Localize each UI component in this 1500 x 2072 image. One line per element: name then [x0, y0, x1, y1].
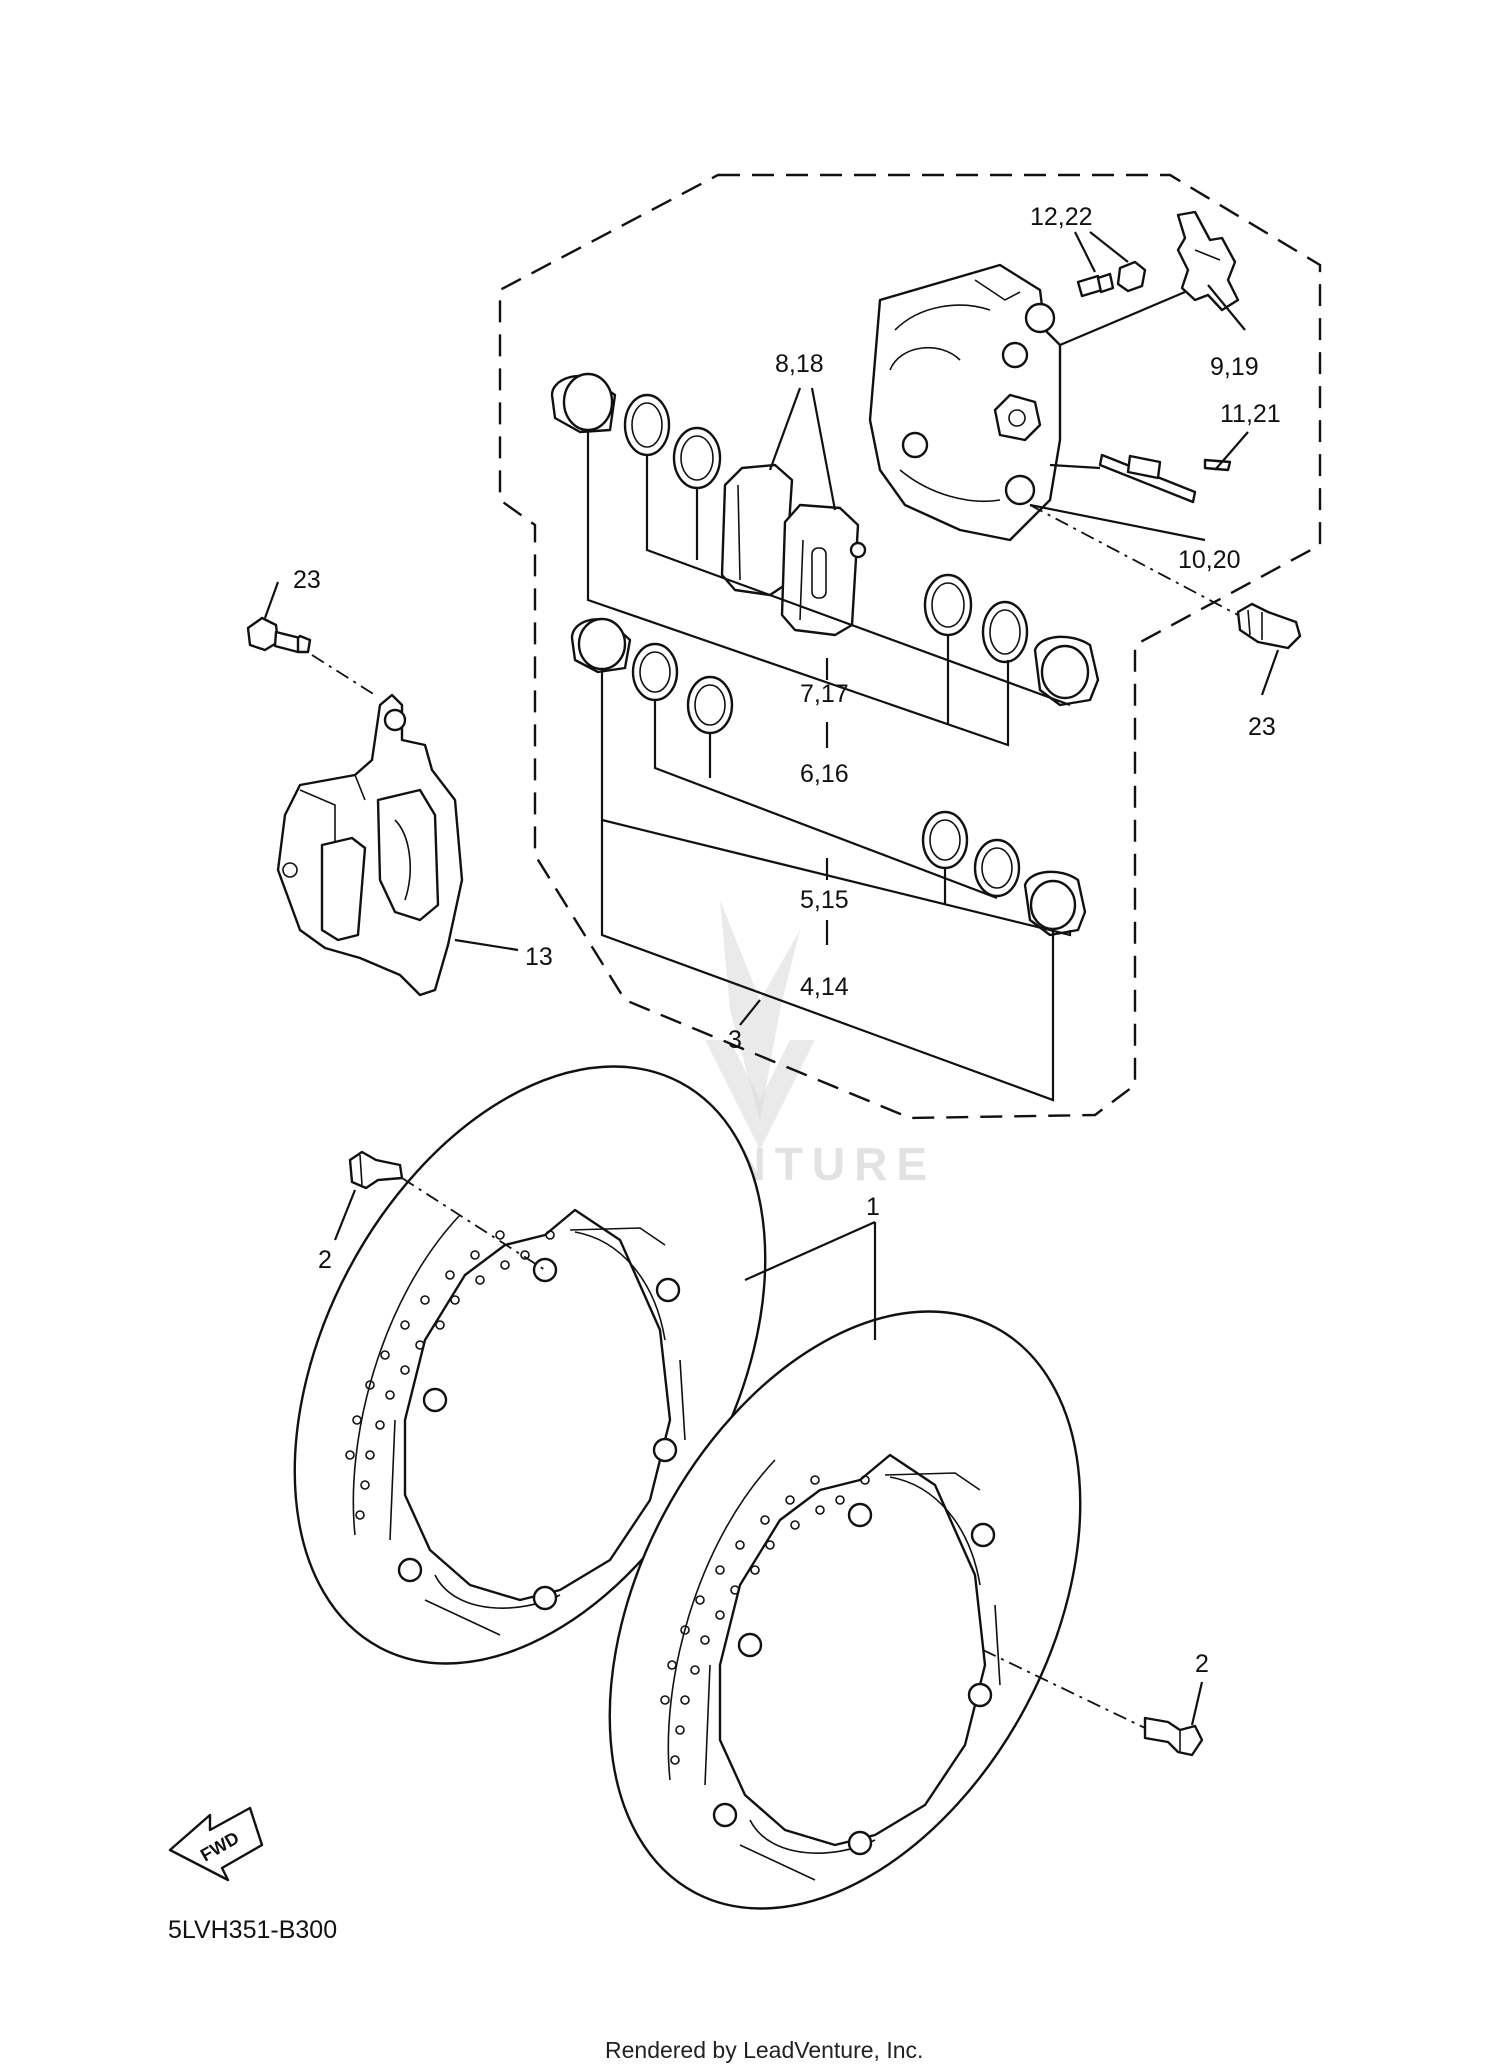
caliper-assembly-boundary: [498, 173, 1322, 1120]
label-23-right: 23: [1248, 713, 1276, 741]
label-10-20: 10,20: [1178, 546, 1241, 574]
label-7-17: 7,17: [800, 680, 849, 708]
brake-pads: [720, 463, 867, 637]
label-8-18: 8,18: [775, 350, 824, 378]
label-2-lower: 2: [1195, 1650, 1209, 1678]
pad-pin: [1098, 453, 1232, 504]
label-2-upper: 2: [318, 1246, 332, 1274]
footer-credit: Rendered by LeadVenture, Inc.: [605, 2037, 923, 2063]
axis-bolt-right: [1029, 504, 1239, 616]
bleed-screw-and-cap: [1076, 260, 1147, 298]
watermark-logo: [705, 900, 815, 1150]
label-13: 13: [525, 943, 553, 971]
disc-left-holes: [345, 1230, 555, 1520]
caliper-body: [868, 263, 1062, 542]
leader-lines-pistons: [586, 430, 1072, 1102]
caliper-assembly-left: [276, 693, 464, 997]
pad-spring: [1176, 210, 1240, 312]
disc-bolt-upper: [348, 1150, 404, 1190]
label-23-left: 23: [293, 566, 321, 594]
fwd-arrow-icon: FWD: [168, 1806, 264, 1882]
caliper-bolt-right: [1236, 602, 1302, 650]
label-1: 1: [866, 1193, 880, 1221]
axis-bolt-left: [311, 654, 376, 696]
label-5-15: 5,15: [800, 886, 849, 914]
label-4-14: 4,14: [800, 973, 849, 1001]
disc-right-holes: [660, 1475, 870, 1765]
brake-disc-left: [293, 1065, 767, 1665]
diagram-code: 5LVH351-B300: [168, 1916, 337, 1944]
lower-pistons-and-seals: [570, 617, 1087, 937]
label-6-16: 6,16: [800, 760, 849, 788]
caliper-bolt-left: [246, 616, 312, 654]
label-9-19: 9,19: [1210, 353, 1259, 381]
label-12-22: 12,22: [1030, 203, 1093, 231]
label-11-21: 11,21: [1220, 400, 1281, 428]
disc-bolt-lower: [1143, 1716, 1204, 1757]
axis-disc-bolt-lower: [982, 1649, 1146, 1729]
upper-pistons-and-seals: [550, 372, 1100, 707]
brake-disc-right: [608, 1310, 1082, 1910]
label-3: 3: [728, 1026, 742, 1054]
